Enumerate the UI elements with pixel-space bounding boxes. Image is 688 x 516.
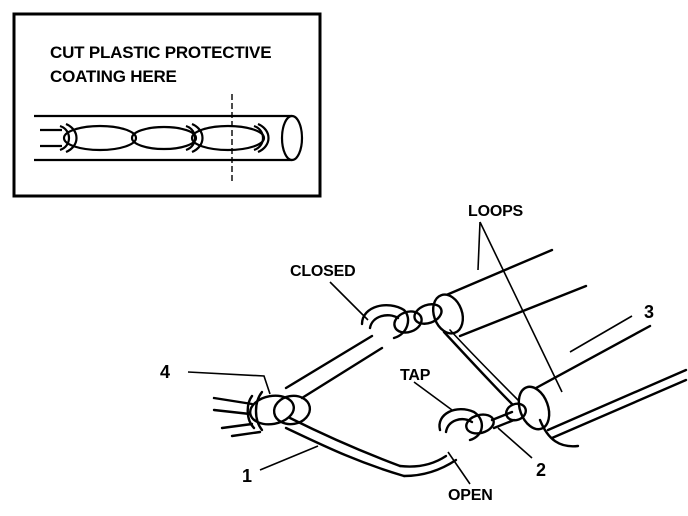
upper-loop-tube <box>431 248 588 338</box>
tap-leader <box>413 381 453 411</box>
label-closed: CLOSED <box>290 263 355 280</box>
label-open: OPEN <box>448 487 493 504</box>
leader-2 <box>497 427 533 459</box>
label-tap: TAP <box>400 367 431 384</box>
callout-leaders <box>187 221 633 485</box>
upper-chain <box>284 303 443 400</box>
label-number-1: 1 <box>242 466 252 486</box>
label-loops: LOOPS <box>468 203 524 220</box>
left-junction <box>212 390 312 438</box>
loops-leader-upper <box>477 221 481 271</box>
closed-leader <box>329 281 369 321</box>
label-number-3: 3 <box>644 302 654 322</box>
leader-4 <box>187 371 271 395</box>
inset-frame <box>12 12 322 198</box>
open-hook <box>438 407 483 442</box>
main-assembly <box>212 248 688 478</box>
lower-chain <box>284 402 527 478</box>
inset-coated-chain <box>34 114 304 162</box>
inset-caption-line2: COATING HERE <box>50 67 177 86</box>
lower-loop-tube <box>517 324 688 448</box>
leader-1 <box>259 445 319 471</box>
leader-3 <box>569 315 633 353</box>
open-leader <box>447 451 471 485</box>
inset-caption-line1: CUT PLASTIC PROTECTIVE <box>50 43 271 62</box>
connecting-cable <box>442 330 514 406</box>
loops-leader-lower <box>479 221 563 393</box>
label-number-4: 4 <box>160 362 170 382</box>
inset-panel: CUT PLASTIC PROTECTIVE COATING HERE <box>12 12 322 198</box>
label-number-2: 2 <box>536 460 546 480</box>
